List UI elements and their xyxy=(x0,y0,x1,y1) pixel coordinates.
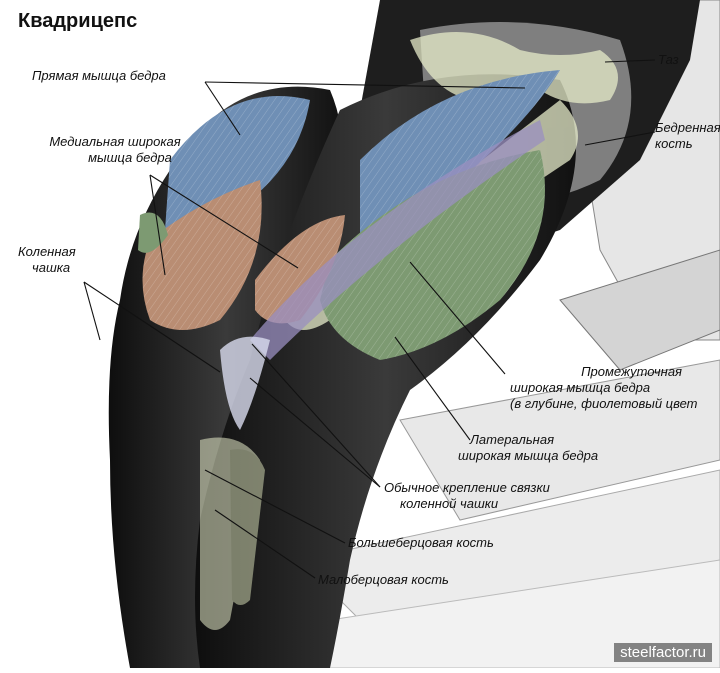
patellar-ligament xyxy=(220,336,270,430)
leader-lines xyxy=(83,59,656,579)
label-patella-line2: чашка xyxy=(32,260,71,275)
left-thigh-muscles xyxy=(138,96,310,330)
bench-background xyxy=(199,0,720,669)
label-femur-line2: кость xyxy=(655,136,693,151)
page-title: Квадрицепс xyxy=(18,10,138,32)
label-vastus-medialis-line2: мышца бедра xyxy=(88,150,172,165)
label-fibula: Малоберцовая кость xyxy=(318,572,449,587)
watermark: steelfactor.ru xyxy=(614,643,712,662)
label-vastus-lateralis-line1: Латеральная xyxy=(470,432,555,447)
label-vastus-medialis-line1: Медиальная широкая xyxy=(49,134,181,149)
label-vastus-intermedius-line3: (в глубине, фиолетовый цвет xyxy=(510,396,698,411)
label-tibia: Большеберцовая кость xyxy=(348,535,494,550)
label-rectus-femoris: Прямая мышца бедра xyxy=(32,68,166,83)
label-vastus-intermedius-line2: широкая мышца бедра xyxy=(510,380,651,395)
label-femur-line1: Бедренная xyxy=(655,120,720,135)
label-patellar-ligament-line1: Обычное крепление связки xyxy=(384,480,550,495)
label-patellar-ligament-line2: коленной чашки xyxy=(400,496,499,511)
label-vastus-lateralis-line2: широкая мышца бедра xyxy=(458,448,599,463)
vastus-intermedius xyxy=(250,120,545,360)
label-patella-line1: Коленная xyxy=(18,244,76,259)
right-thigh-muscles xyxy=(220,70,560,430)
label-pelvis: Таз xyxy=(658,52,679,67)
label-vastus-intermedius-line1: Промежуточная xyxy=(581,364,682,379)
